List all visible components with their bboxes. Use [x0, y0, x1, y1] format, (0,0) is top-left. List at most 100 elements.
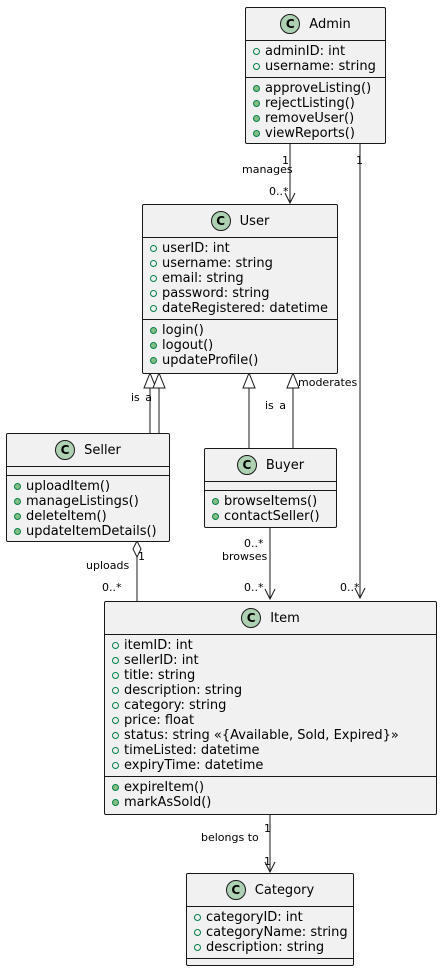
public-field-icon: [112, 657, 119, 664]
arrowhead-admin-item: [354, 587, 366, 600]
public-field-icon: [112, 687, 119, 694]
public-method-icon: [253, 85, 260, 92]
class-header: C Seller: [7, 434, 169, 467]
public-field-icon: [150, 275, 157, 282]
mult-buyer-item-source: 0..*: [244, 537, 264, 550]
class-admin[interactable]: C Admin adminID: int username: string ap…: [245, 7, 386, 144]
public-method-icon: [112, 784, 119, 791]
attribute-row: sellerID: int: [112, 653, 436, 668]
attribute-text: timeListed: datetime: [124, 743, 260, 758]
mult-admin-user-source: 1: [282, 154, 289, 167]
class-seller[interactable]: C Seller uploadItem() manageListings() d…: [6, 433, 170, 542]
method-text: viewReports(): [265, 126, 355, 141]
attribute-text: categoryID: int: [206, 910, 303, 925]
methods-section: login() logout() updateProfile(): [143, 320, 337, 371]
public-method-icon: [150, 357, 157, 364]
class-name: Seller: [84, 442, 121, 458]
public-method-icon: [14, 528, 21, 535]
method-row: removeUser(): [253, 111, 385, 126]
methods-section: [187, 959, 353, 967]
attribute-text: userID: int: [162, 241, 230, 256]
attribute-row: title: string: [112, 668, 436, 683]
public-field-icon: [112, 717, 119, 724]
attribute-row: dateRegistered: datetime: [150, 301, 337, 316]
public-field-icon: [194, 914, 201, 921]
label-moderates: moderates: [298, 376, 358, 389]
attribute-row: password: string: [150, 286, 337, 301]
public-field-icon: [150, 245, 157, 252]
class-badge-icon: C: [55, 440, 76, 460]
method-text: rejectListing(): [265, 96, 355, 111]
mult-seller-item-source: 1: [138, 550, 145, 563]
class-category[interactable]: C Category categoryID: int categoryName:…: [186, 873, 354, 966]
public-field-icon: [112, 732, 119, 739]
attribute-row: timeListed: datetime: [112, 743, 436, 758]
attribute-row: adminID: int: [253, 44, 385, 59]
public-method-icon: [253, 115, 260, 122]
class-badge-icon: C: [236, 455, 257, 475]
method-row: logout(): [150, 338, 337, 353]
arrowhead-item-category: [264, 861, 276, 874]
methods-section: browseItems() contactSeller(): [205, 491, 336, 527]
attribute-row: categoryID: int: [194, 910, 353, 925]
attribute-text: title: string: [124, 668, 196, 683]
public-method-icon: [14, 498, 21, 505]
method-text: browseItems(): [224, 494, 318, 509]
public-field-icon: [112, 702, 119, 709]
attributes-section: adminID: int username: string: [246, 41, 385, 78]
attribute-row: expiryTime: datetime: [112, 758, 436, 773]
class-name: Admin: [309, 16, 351, 32]
generalization-triangle-seller-b: [152, 371, 166, 389]
public-field-icon: [112, 642, 119, 649]
method-row: login(): [150, 323, 337, 338]
methods-section: expireItem() markAsSold(): [105, 777, 436, 813]
aggregation-diamond-seller: [132, 539, 142, 559]
class-badge-icon: C: [225, 880, 246, 900]
class-badge-icon: C: [210, 211, 231, 231]
class-header: C User: [143, 205, 337, 238]
method-row: browseItems(): [212, 494, 336, 509]
public-field-icon: [150, 260, 157, 267]
public-field-icon: [194, 944, 201, 951]
attribute-text: description: string: [206, 940, 325, 955]
attributes-section: [205, 482, 336, 491]
arrowhead-buyer-item: [264, 588, 276, 601]
method-row: viewReports(): [253, 126, 385, 141]
attribute-text: dateRegistered: datetime: [162, 301, 328, 316]
label-uploads: uploads: [86, 559, 130, 572]
attribute-text: description: string: [124, 683, 243, 698]
attribute-row: category: string: [112, 698, 436, 713]
method-text: logout(): [162, 338, 214, 353]
generalization-triangle-moderates: [286, 371, 300, 389]
class-name: Category: [254, 882, 315, 898]
public-field-icon: [112, 762, 119, 769]
label-buyer-is-a: is a: [265, 399, 287, 412]
public-field-icon: [150, 305, 157, 312]
attribute-text: categoryName: string: [206, 925, 348, 940]
method-text: updateItemDetails(): [26, 524, 157, 539]
class-name: User: [239, 213, 270, 229]
class-buyer[interactable]: C Buyer browseItems() contactSeller(): [204, 448, 337, 528]
public-method-icon: [14, 513, 21, 520]
attribute-text: email: string: [162, 271, 244, 286]
class-name: Buyer: [265, 457, 305, 473]
method-text: deleteItem(): [26, 509, 107, 524]
class-header: C Admin: [246, 8, 385, 41]
class-item[interactable]: C Item itemID: int sellerID: int title: …: [104, 601, 437, 815]
method-text: manageListings(): [26, 494, 139, 509]
attribute-row: categoryName: string: [194, 925, 353, 940]
generalization-triangle-seller-a: [143, 371, 157, 389]
attribute-row: itemID: int: [112, 638, 436, 653]
class-header: C Category: [187, 874, 353, 907]
method-text: markAsSold(): [124, 795, 212, 810]
class-user[interactable]: C User userID: int username: string emai…: [142, 204, 338, 374]
method-row: rejectListing(): [253, 96, 385, 111]
attributes-section: userID: int username: string email: stri…: [143, 238, 337, 320]
mult-buyer-item-target: 0..*: [244, 581, 264, 594]
class-badge-icon: C: [280, 14, 301, 34]
attribute-text: expiryTime: datetime: [124, 758, 264, 773]
public-method-icon: [253, 130, 260, 137]
methods-section: uploadItem() manageListings() deleteItem…: [7, 476, 169, 542]
attributes-section: [7, 467, 169, 476]
